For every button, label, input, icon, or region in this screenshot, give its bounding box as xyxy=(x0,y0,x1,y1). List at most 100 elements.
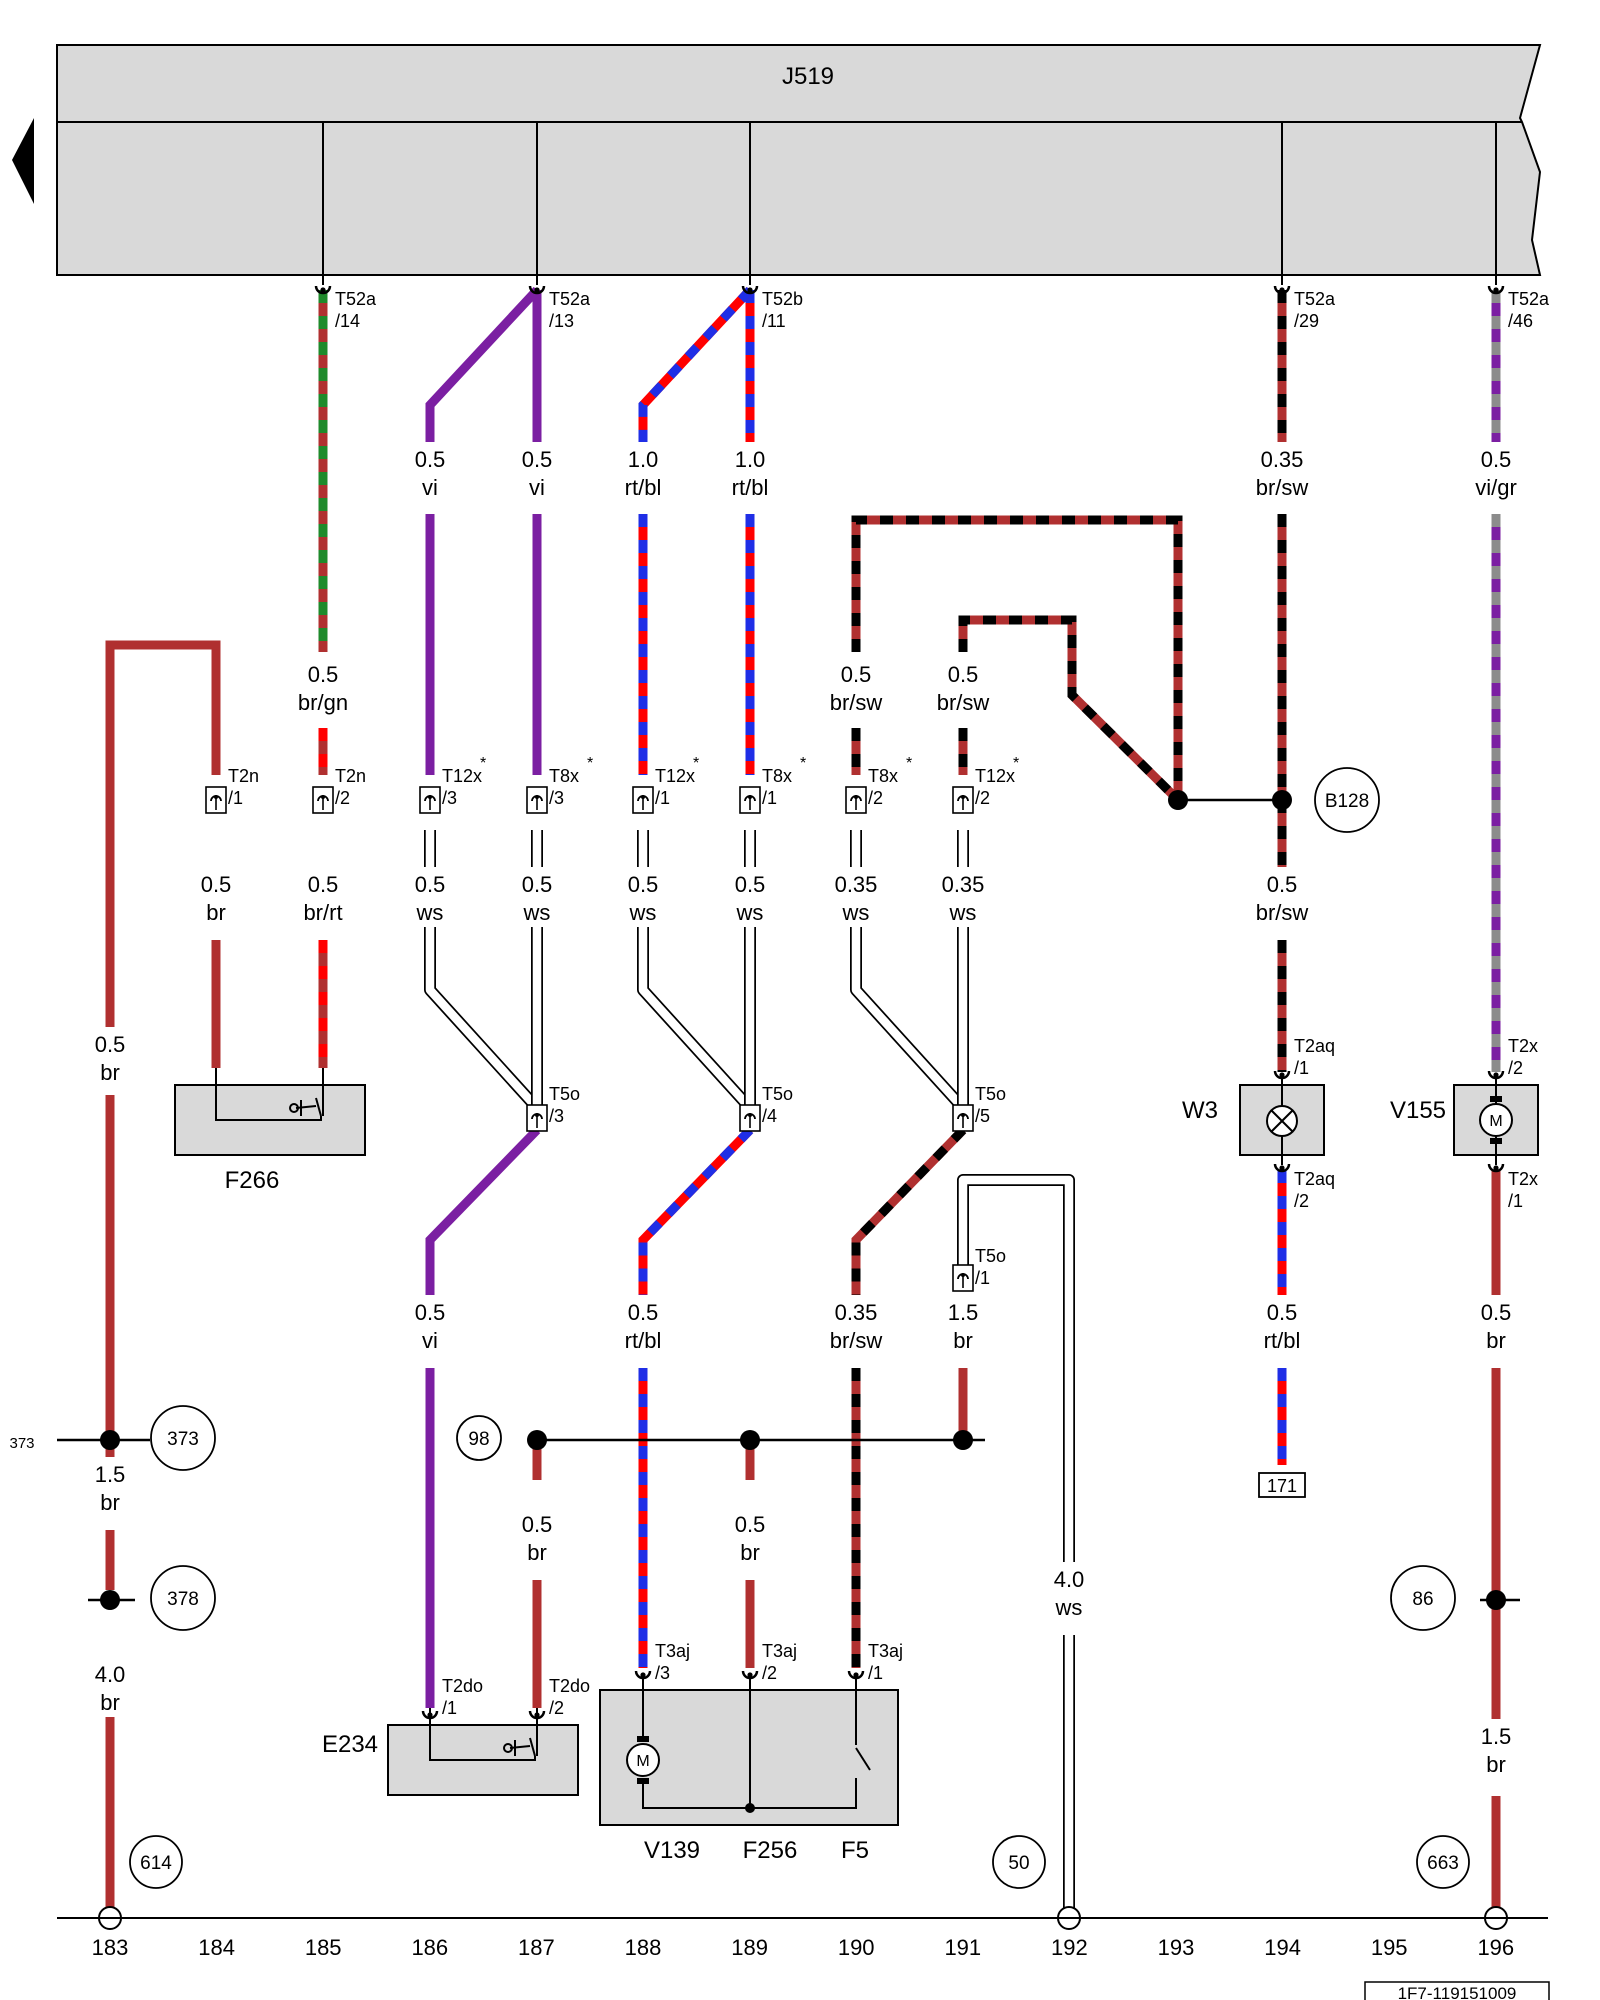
ref-bubble-86: 86 xyxy=(1390,1565,1456,1631)
connector-name: T2n xyxy=(228,766,259,786)
f256-label: F256 xyxy=(743,1837,798,1864)
wire-label-w189d: 0.5br xyxy=(716,1507,784,1567)
connector-name: T3aj xyxy=(868,1641,903,1661)
connector-label-c2do1: T2do/1 xyxy=(442,1676,483,1718)
wire-color-code: ws xyxy=(523,900,551,925)
junction-dot xyxy=(740,1430,760,1450)
wire-label-w188a: 1.0rt/bl xyxy=(609,442,677,502)
connector-pin: /2 xyxy=(549,1698,564,1718)
connector-name: T8x xyxy=(549,766,579,786)
wire-size: 0.5 xyxy=(522,872,553,897)
wire-color-code: vi xyxy=(529,475,545,500)
connector-label-c185: T2n/2 xyxy=(335,766,366,808)
wire-color-code: br xyxy=(1486,1752,1506,1777)
wire-188-rt-bl-lower xyxy=(638,1126,754,1298)
connector-name: T5o xyxy=(549,1084,580,1104)
connector-pin: /2 xyxy=(335,788,350,808)
wire-color-code: br xyxy=(527,1540,547,1565)
wire-size: 0.35 xyxy=(1261,447,1304,472)
wire-label-w187a: 0.5vi xyxy=(503,442,571,502)
doc-number-text: 1F7-119151009 xyxy=(1398,1984,1517,2000)
track-number: 188 xyxy=(625,1935,662,1960)
connector-socket-icon xyxy=(526,1104,548,1132)
wire-size: 1.5 xyxy=(95,1462,126,1487)
terminal-icon xyxy=(741,284,759,295)
connector-pin: /3 xyxy=(549,1106,564,1126)
connector-label-c2do2: T2do/2 xyxy=(549,1676,590,1718)
motor-symbol-text: M xyxy=(1489,1113,1502,1130)
connector-name: T12x xyxy=(655,766,695,786)
connector-label-c3aj2: T3aj/2 xyxy=(762,1641,797,1683)
track-number: 185 xyxy=(305,1935,342,1960)
wire-label-w183c: 4.0br xyxy=(76,1657,144,1717)
wire-color-code: ws xyxy=(736,900,764,925)
wire-size: 0.5 xyxy=(95,1032,126,1057)
connector-pin: /5 xyxy=(975,1106,990,1126)
wire-size: 4.0 xyxy=(1054,1567,1085,1592)
connector-socket-icon xyxy=(952,786,974,814)
track-number: 191 xyxy=(944,1935,981,1960)
track-number: 195 xyxy=(1371,1935,1408,1960)
top-pin-connector: T52a xyxy=(1294,289,1336,309)
track-number: 184 xyxy=(198,1935,235,1960)
wire-color-code: br xyxy=(1486,1328,1506,1353)
wire-size: 0.35 xyxy=(942,872,985,897)
connector-label-c189: T8x/1* xyxy=(762,755,806,808)
connector-name: T2do xyxy=(442,1676,483,1696)
f5-label: F5 xyxy=(841,1837,869,1864)
wire-color-code: ws xyxy=(1055,1595,1083,1620)
connector-socket-icon xyxy=(526,786,548,814)
ref-box-171-label: 171 xyxy=(1267,1476,1297,1496)
ref-bubble-label: 86 xyxy=(1412,1589,1433,1610)
wire-190-br-sw-lower xyxy=(851,1126,967,1298)
ref-bubble-label: B128 xyxy=(1325,791,1369,812)
star-marker: * xyxy=(480,755,486,772)
wire-label-w196d: 1.5 br xyxy=(1462,1719,1530,1779)
wire-label-w194c: 0.5rt/bl xyxy=(1248,1295,1316,1355)
connector-label-c5o1: T5o/1 xyxy=(975,1246,1006,1288)
wire-label-w187d: 0.5br xyxy=(503,1507,571,1567)
w3-label: W3 xyxy=(1182,1097,1218,1124)
e234-label: E234 xyxy=(322,1731,378,1758)
ref-bubble-378: 378 xyxy=(150,1565,216,1631)
wire-188-ws xyxy=(637,830,755,1113)
wire-size: 0.5 xyxy=(415,1300,446,1325)
wire-label-w184b: 0.5br xyxy=(182,867,250,927)
top-pin-number: /11 xyxy=(762,311,786,331)
wire-186-ws xyxy=(424,830,542,1113)
wire-label-w191a: 0.5br/sw xyxy=(929,657,997,717)
junction-dot xyxy=(953,1430,973,1450)
connector-name: T12x xyxy=(442,766,482,786)
wire-color-code: br xyxy=(740,1540,760,1565)
wire-size: 0.5 xyxy=(841,662,872,687)
wire-size: 1.5 xyxy=(1481,1724,1512,1749)
top-pin-number: /14 xyxy=(335,311,360,331)
wire-label-w191c: 1.5br xyxy=(929,1295,997,1355)
wire-color-code: ws xyxy=(629,900,657,925)
terminal-icon xyxy=(1273,284,1291,295)
wire-size: 0.5 xyxy=(415,447,446,472)
j519-internal-lines xyxy=(322,122,1497,285)
wire-label-w189b: 0.5ws xyxy=(716,867,784,927)
connector-pin: /1 xyxy=(1294,1058,1309,1078)
wire-191-br-sw-loop xyxy=(958,615,1182,804)
document-number: 1F7-119151009 xyxy=(1364,1981,1550,2000)
connector-name: T5o xyxy=(975,1084,1006,1104)
terminal-icon xyxy=(1487,1069,1505,1080)
connector-socket-icon xyxy=(632,786,654,814)
track-number: 194 xyxy=(1264,1935,1301,1960)
wire-size: 1.5 xyxy=(948,1300,979,1325)
junction-dot xyxy=(1486,1590,1506,1610)
connector-label-c190: T8x/2* xyxy=(868,755,912,808)
star-marker: * xyxy=(693,755,699,772)
wire-color-code: br/sw xyxy=(1256,900,1309,925)
wire-color-code: br/gn xyxy=(298,690,348,715)
v139-motor-icon: M xyxy=(626,1678,660,1784)
connector-label-c2x1: T2x/1 xyxy=(1508,1169,1538,1211)
wire-label-w196a: 0.5vi/gr xyxy=(1462,442,1530,502)
connector-label-c191: T12x/2* xyxy=(975,755,1019,808)
bulb-icon xyxy=(1266,1078,1298,1165)
